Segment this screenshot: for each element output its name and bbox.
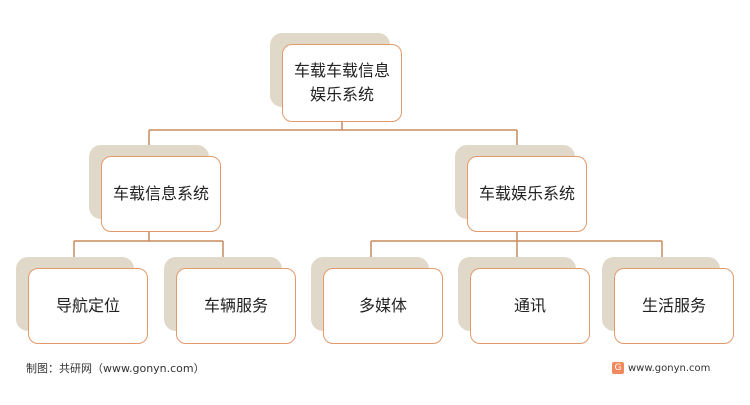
node-multimedia: 多媒体: [323, 268, 443, 344]
root-node-label-line2: 娱乐系统: [309, 85, 374, 104]
node-entertainment-system-label: 车载娱乐系统: [478, 184, 575, 203]
node-entertainment-system: 车载娱乐系统: [467, 156, 587, 232]
node-navigation: 导航定位: [28, 268, 148, 344]
node-info-system-label: 车载信息系统: [112, 184, 209, 203]
node-life-service-label: 生活服务: [641, 296, 706, 315]
node-communication: 通讯: [470, 268, 590, 344]
root-node-label-line1: 车载车载信息: [293, 61, 390, 80]
node-vehicle-service: 车辆服务: [176, 268, 296, 344]
footer-website: G www.gonyn.com: [612, 362, 710, 374]
node-life-service: 生活服务: [614, 268, 734, 344]
node-navigation-label: 导航定位: [55, 296, 120, 315]
node-vehicle-service-label: 车辆服务: [203, 296, 268, 315]
root-node: 车载车载信息 娱乐系统: [282, 44, 402, 122]
footer-website-text: www.gonyn.com: [628, 362, 711, 374]
source-caption: 制图：共研网（www.gonyn.com）: [26, 362, 205, 375]
node-communication-label: 通讯: [513, 296, 546, 315]
gonyn-logo-icon: G: [612, 362, 624, 374]
node-multimedia-label: 多媒体: [358, 296, 407, 315]
node-info-system: 车载信息系统: [101, 156, 221, 232]
